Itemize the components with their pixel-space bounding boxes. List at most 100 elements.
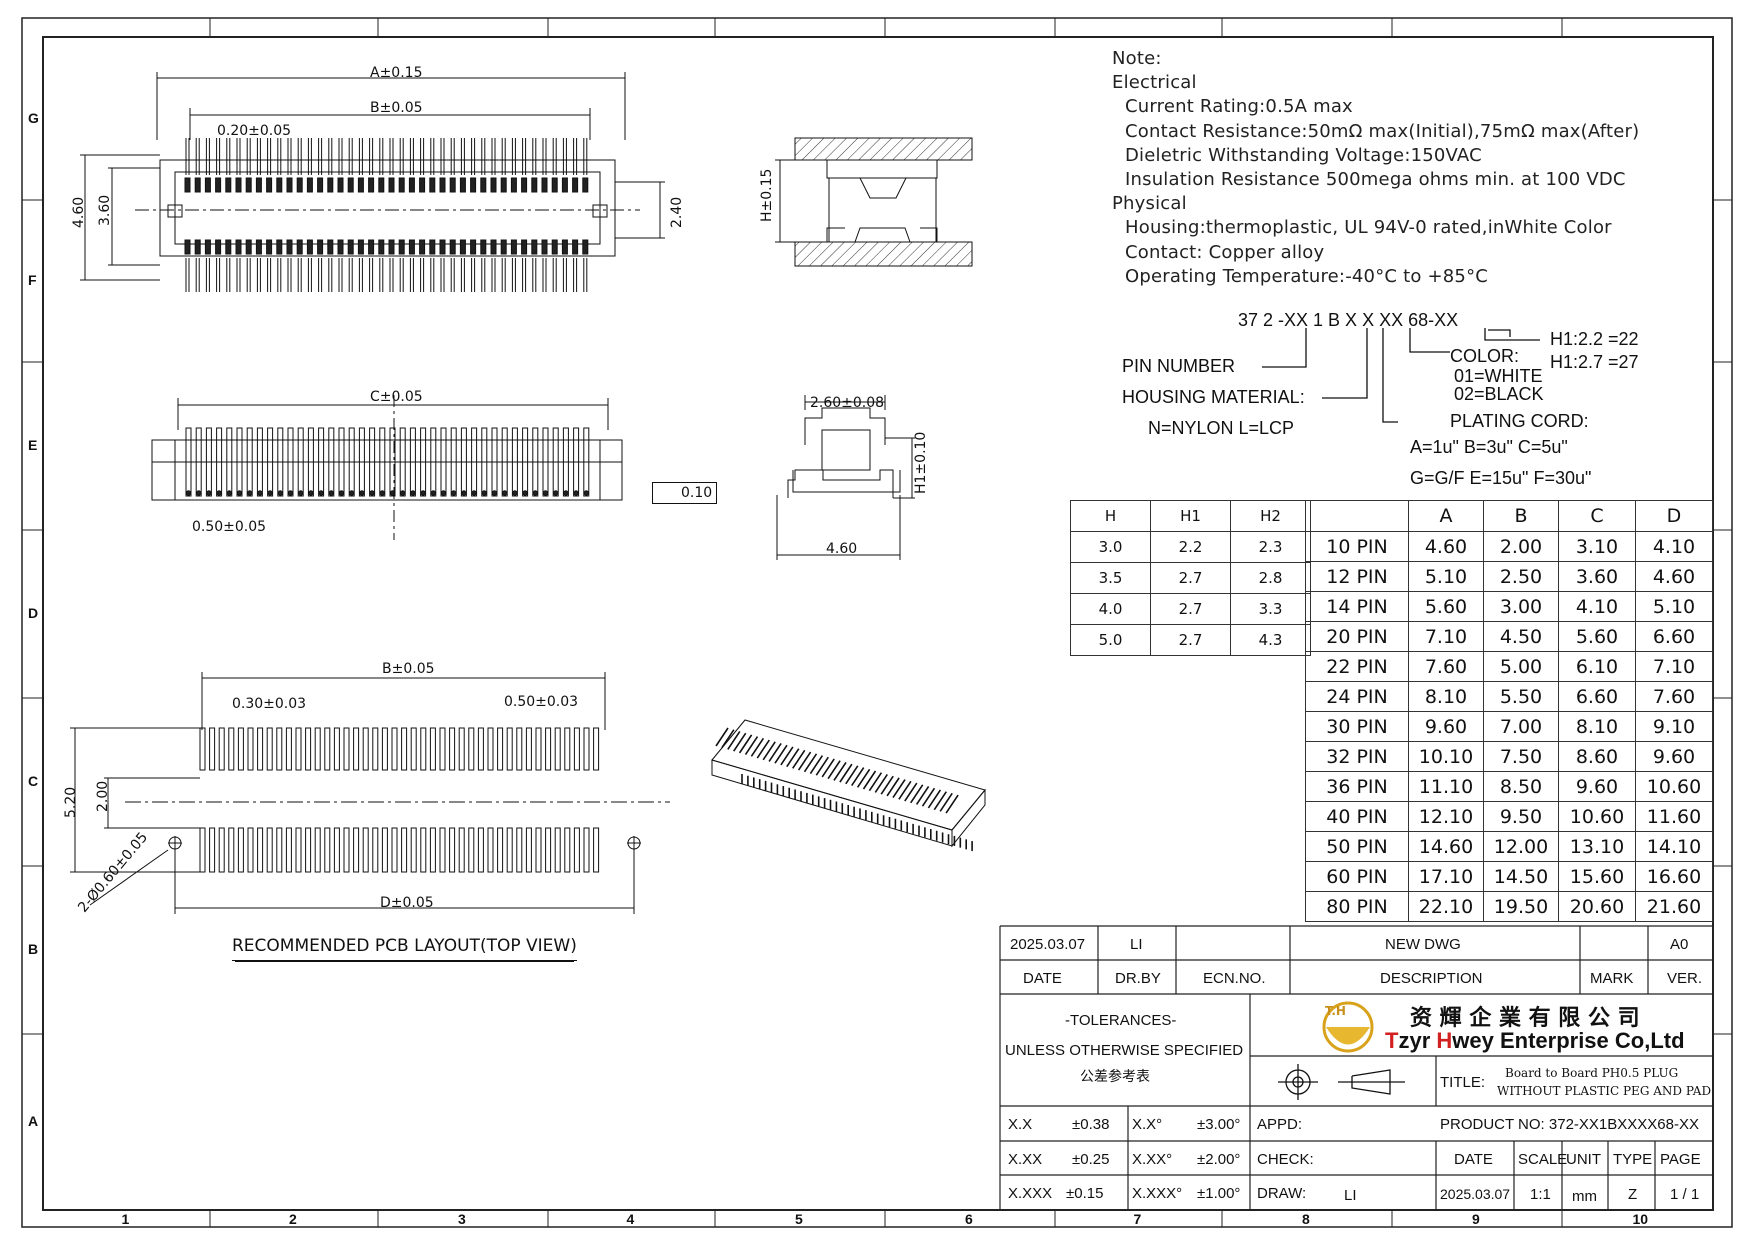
company-name-zyr: zyr [1398,1028,1437,1053]
plating-options-2: G=G/F E=15u" F=30u" [1410,468,1592,488]
header-mark: MARK [1590,970,1634,987]
footer-page-label: PAGE [1660,1151,1701,1168]
projection-symbol [1278,1064,1405,1100]
pin-table-cell: 19.50 [1483,891,1559,922]
connector-side-view [151,395,623,540]
connector-section-view [775,137,973,267]
dim-b: B±0.05 [370,100,423,116]
dim-pad-030: 0.30±0.03 [232,696,307,712]
pin-table-cell: 10.60 [1558,801,1636,832]
pin-table-cell: 3.10 [1558,531,1636,562]
dim-width-460: 4.60 [826,541,858,557]
tolerances-cn: 公差参考表 [1080,1069,1150,1085]
pin-table-cell: 3.60 [1558,561,1636,592]
pin-table-cell: 12.00 [1483,831,1559,862]
pin-table-cell: 6.10 [1558,651,1636,682]
pin-table-cell: 8.10 [1408,681,1484,712]
footer-date-value: 2025.03.07 [1440,1186,1511,1202]
connector-isometric-view [711,719,986,852]
dim-width-260: 2.60±0.08 [810,395,885,411]
note-line: Dieletric Withstanding Voltage:150VAC [1125,144,1482,166]
height-table-header-cell: H [1070,500,1151,532]
footer-type-value: Z [1628,1186,1638,1203]
connector-top-view [80,72,665,292]
height-table-cell: 2.7 [1150,624,1231,656]
pin-number-label: PIN NUMBER [1122,356,1236,376]
height-table-cell: 2.7 [1150,593,1231,625]
tol-xxxxdeg-label: X.XXX° [1132,1185,1183,1202]
frame-row-label: G [28,109,39,126]
note-line: Housing:thermoplastic, UL 94V-0 rated,in… [1125,217,1612,239]
pin-count-cell: 80 PIN [1305,891,1409,922]
pin-table-cell: 5.50 [1483,681,1559,712]
pin-table-cell: 9.60 [1635,741,1713,772]
header-date: DATE [1023,970,1062,987]
pin-table-cell: 5.10 [1408,561,1484,592]
pin-count-cell: 10 PIN [1305,531,1409,562]
title-line-1: Board to Board PH0.5 PLUG [1505,1066,1679,1080]
pin-table-cell: 14.10 [1635,831,1713,862]
dim-pad-050: 0.50±0.03 [504,694,579,710]
note-line: Insulation Resistance 500mega ohms min. … [1125,169,1626,190]
tolerances-spec: UNLESS OTHERWISE SPECIFIED [1005,1042,1244,1059]
plating-title: PLATING CORD: [1450,411,1589,431]
tol-xxxx-value: ±0.15 [1066,1185,1104,1202]
pin-table-cell: 21.60 [1635,891,1713,922]
drawn-label: DRAW: [1257,1185,1307,1202]
frame-column-label: 2 [289,1211,297,1227]
dim-d: D±0.05 [380,895,434,911]
height-table-header-cell: H1 [1150,500,1231,532]
footer-unit-value: mm [1572,1188,1597,1205]
tol-xxdeg-value: ±3.00° [1197,1116,1241,1133]
outer-frame [21,17,1733,1228]
company-name-en: Tzyr Hwey Enterprise Co,Ltd [1385,1028,1685,1054]
housing-material-label: HOUSING MATERIAL: [1122,387,1305,407]
pin-table-cell: 4.10 [1558,591,1636,622]
frame-row-label: E [28,437,38,453]
footer-scale-value: 1:1 [1530,1186,1551,1203]
color-title: COLOR: [1450,346,1520,366]
pcb-layout-caption: RECOMMENDED PCB LAYOUT(TOP VIEW) [232,938,577,961]
pin-table-cell: 5.60 [1558,621,1636,652]
pin-table-cell: 10.10 [1408,741,1484,772]
dim-pitch-050: 0.50±0.05 [192,519,267,535]
frame-column-label: 7 [1133,1211,1142,1227]
pin-count-cell: 60 PIN [1305,861,1409,892]
tol-xxxxdeg-value: ±1.00° [1197,1185,1241,1202]
dim-pcb-b: B±0.05 [382,661,435,677]
tol-xxxdeg-value: ±2.00° [1197,1151,1241,1168]
height-table-cell: 2.2 [1150,531,1231,563]
pin-table-cell: 9.60 [1408,711,1484,742]
header-drawn-by: DR.BY [1115,970,1161,987]
inner-frame [42,36,1714,1211]
pin-table-cell: 11.10 [1408,771,1484,802]
pin-table-cell: 5.60 [1408,591,1484,622]
h1-option-27: H1:2.7 =27 [1550,352,1639,372]
pin-table-cell: 8.60 [1558,741,1636,772]
revision-date: 2025.03.07 [1010,936,1086,953]
pin-table-cell: 7.60 [1635,681,1713,712]
height-table-cell: 4.3 [1230,624,1311,656]
frame-column-label: 8 [1302,1211,1310,1227]
part-code-leaders [1262,328,1540,423]
note-line: Physical [1112,193,1187,215]
frame-column-label: 3 [458,1211,466,1227]
note-line: Electrical [1112,72,1197,94]
pin-count-cell: 24 PIN [1305,681,1409,712]
frame-row-label: D [28,605,39,621]
color-white: 01=WHITE [1454,366,1543,386]
frame-column-label: 4 [626,1211,635,1227]
pin-table-cell: 14.60 [1408,831,1484,862]
pin-table-header-cell: C [1558,500,1636,532]
